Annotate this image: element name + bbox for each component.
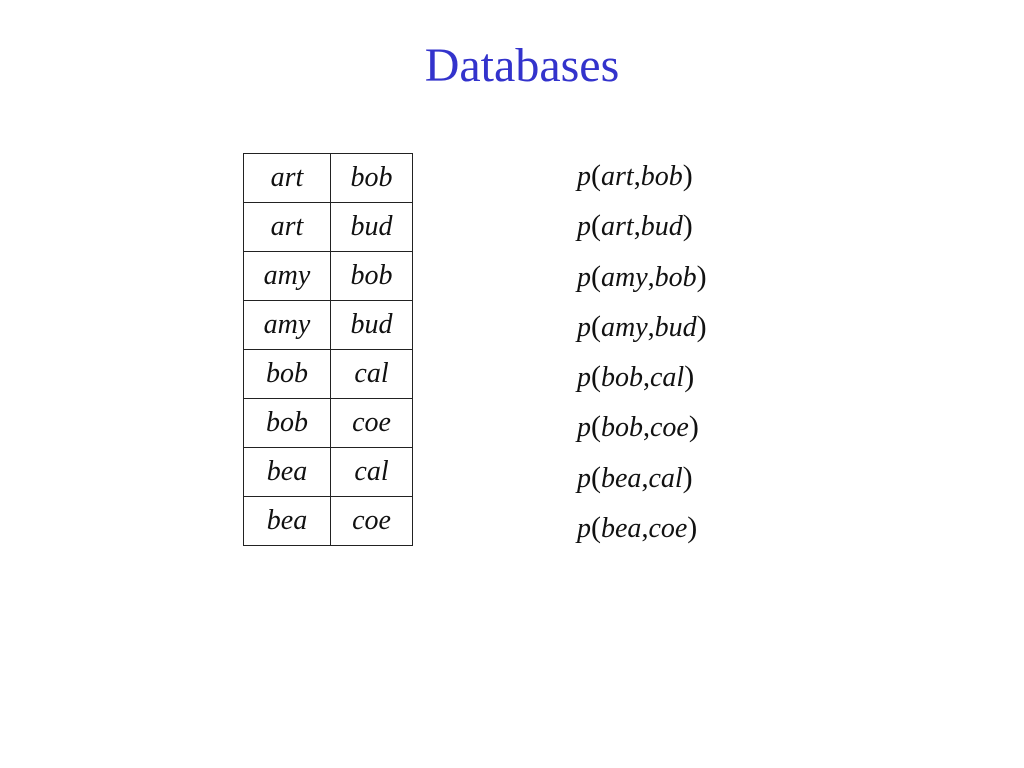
comma: ,	[647, 261, 655, 293]
fact-predicate: p	[577, 261, 591, 293]
table-row: amy bud	[243, 300, 413, 350]
fact-arg-first: art	[601, 161, 634, 192]
table-cell-second: bob	[330, 251, 413, 301]
comma: ,	[643, 362, 650, 393]
comma: ,	[641, 512, 649, 544]
fact-arg-second: coe	[650, 412, 689, 444]
fact-predicate: p	[577, 412, 591, 444]
fact-item: p(art,bud)	[577, 203, 707, 253]
table-row: art bob	[243, 153, 413, 203]
fact-arg-first: bob	[601, 362, 643, 393]
fact-arg-second: coe	[648, 512, 688, 544]
table-cell-second: bob	[330, 153, 413, 203]
open-paren: (	[591, 510, 601, 544]
open-paren: (	[591, 159, 601, 192]
fact-predicate: p	[577, 161, 591, 192]
fact-predicate: p	[577, 311, 591, 343]
open-paren: (	[591, 259, 601, 293]
table-cell-first: amy	[243, 300, 331, 350]
close-paren: )	[687, 510, 698, 544]
fact-arg-second: bob	[640, 161, 683, 192]
fact-arg-second: bob	[654, 261, 697, 293]
table-row: amy bob	[243, 251, 413, 301]
comma: ,	[643, 412, 650, 444]
close-paren: )	[696, 259, 707, 293]
table-cell-first: art	[243, 202, 331, 252]
close-paren: )	[682, 159, 693, 192]
fact-predicate: p	[577, 512, 591, 544]
fact-list: p(art,bob) p(art,bud) p(amy,bob) p(amy,b…	[577, 153, 707, 555]
table-cell-second: cal	[330, 447, 413, 497]
table-cell-second: coe	[330, 496, 413, 546]
fact-item: p(bea,cal)	[577, 455, 707, 505]
open-paren: (	[591, 209, 601, 243]
comma: ,	[633, 161, 641, 192]
close-paren: )	[682, 460, 693, 494]
fact-arg-first: amy	[601, 311, 648, 343]
fact-predicate: p	[577, 362, 591, 393]
open-paren: (	[591, 360, 601, 393]
table-row: bob coe	[243, 398, 413, 448]
fact-item: p(bob,coe)	[577, 404, 707, 454]
comma: ,	[647, 311, 655, 343]
table-cell-first: bob	[243, 349, 331, 399]
fact-item: p(bob,cal)	[577, 354, 707, 404]
fact-arg-second: bud	[654, 311, 697, 343]
table-cell-first: bea	[243, 496, 331, 546]
table-row: art bud	[243, 202, 413, 252]
fact-arg-second: cal	[650, 362, 685, 393]
fact-arg-first: bea	[601, 512, 642, 544]
relation-table: art bob art bud amy bob amy bud bob cal …	[243, 153, 413, 546]
table-cell-second: cal	[330, 349, 413, 399]
open-paren: (	[591, 309, 601, 343]
fact-arg-second: bud	[640, 211, 683, 243]
fact-item: p(amy,bud)	[577, 304, 707, 354]
close-paren: )	[682, 209, 693, 243]
fact-arg-first: art	[601, 211, 634, 243]
comma: ,	[641, 462, 649, 494]
close-paren: )	[688, 410, 699, 444]
fact-predicate: p	[577, 211, 591, 243]
open-paren: (	[591, 460, 601, 494]
fact-arg-second: cal	[648, 462, 683, 494]
comma: ,	[633, 211, 641, 243]
fact-arg-first: bob	[601, 412, 643, 444]
table-cell-second: bud	[330, 202, 413, 252]
close-paren: )	[696, 309, 707, 343]
table-cell-second: bud	[330, 300, 413, 350]
table-cell-first: bob	[243, 398, 331, 448]
fact-item: p(art,bob)	[577, 153, 707, 203]
table-row: bea coe	[243, 496, 413, 546]
table-cell-first: amy	[243, 251, 331, 301]
open-paren: (	[591, 410, 601, 444]
fact-item: p(bea,coe)	[577, 505, 707, 555]
slide-title: Databases	[424, 39, 620, 92]
fact-predicate: p	[577, 462, 591, 494]
fact-item: p(amy,bob)	[577, 254, 707, 304]
fact-arg-first: amy	[601, 261, 648, 293]
table-row: bob cal	[243, 349, 413, 399]
table-cell-first: bea	[243, 447, 331, 497]
close-paren: )	[684, 360, 695, 393]
table-row: bea cal	[243, 447, 413, 497]
fact-arg-first: bea	[601, 462, 642, 494]
table-cell-first: art	[243, 153, 331, 203]
table-cell-second: coe	[330, 398, 413, 448]
